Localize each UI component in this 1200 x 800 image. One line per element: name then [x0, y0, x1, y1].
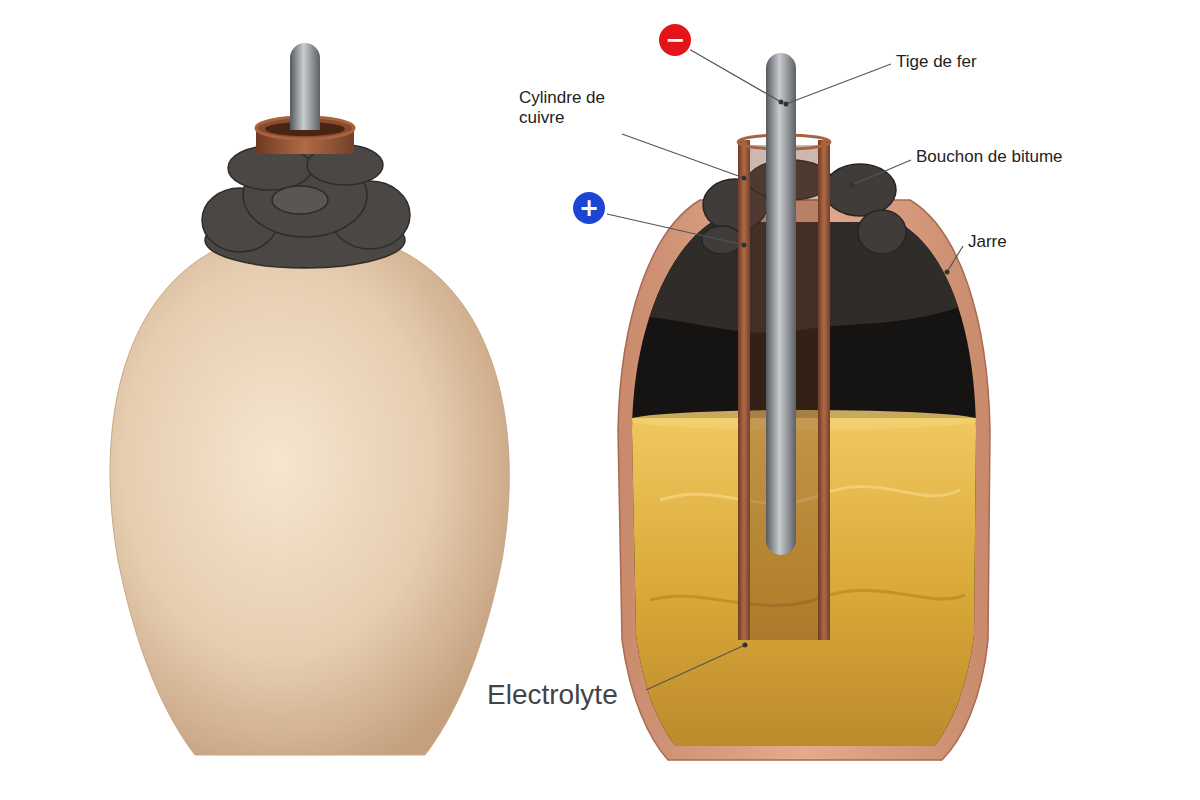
jar-body [110, 250, 509, 755]
leader-lines [607, 49, 963, 690]
leader-line [622, 134, 744, 178]
copper-cylinder-wall [738, 140, 750, 640]
iron-rod [290, 43, 320, 130]
negative-terminal-sign: − [659, 24, 691, 56]
leader-line [646, 645, 745, 690]
bitumen-plug [202, 145, 410, 268]
leader-line [786, 64, 891, 104]
part-label: Cylindre de cuivre [519, 88, 631, 128]
whole-jar [110, 43, 509, 755]
part-label: Tige de fer [896, 52, 977, 72]
positive-terminal-sign: + [573, 192, 605, 224]
part-label: Jarre [968, 232, 1007, 252]
leader-dot [945, 270, 950, 275]
leader-dot [742, 176, 747, 181]
bitumen-lump [858, 210, 906, 254]
leader-dot [784, 102, 789, 107]
leader-line [607, 214, 744, 245]
part-label: Electrolyte [487, 678, 618, 712]
copper-cylinder-wall [818, 140, 830, 640]
leader-dot [850, 183, 855, 188]
leader-dot [743, 643, 748, 648]
bitumen-lump [272, 186, 328, 214]
leader-dot [779, 100, 784, 105]
leader-line [852, 160, 911, 185]
leader-dot [742, 243, 747, 248]
polarity-sign: + [579, 196, 599, 220]
polarity-sign: − [665, 28, 685, 52]
bitumen-lump [824, 164, 896, 216]
leader-line [947, 246, 963, 272]
leader-line [689, 49, 781, 102]
iron-rod [766, 53, 796, 555]
part-label: Bouchon de bitume [916, 147, 1063, 167]
